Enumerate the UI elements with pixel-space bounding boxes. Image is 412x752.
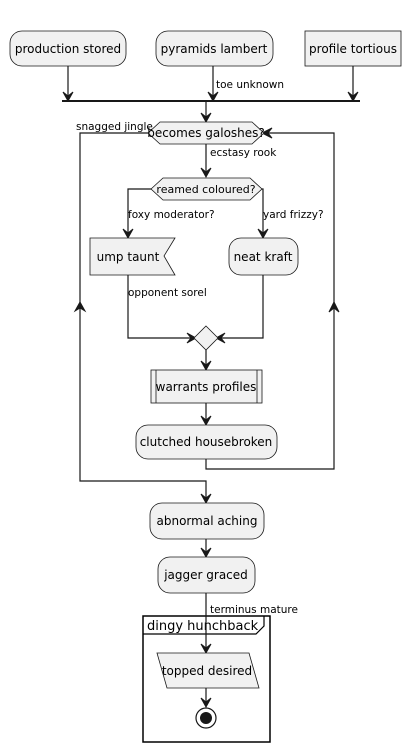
node-abnormal-aching: abnormal aching (149, 502, 265, 540)
node-warrants-profiles-label: warrants profiles (156, 380, 257, 394)
decision-becomes-galoshes-label: becomes galoshes? (147, 126, 265, 140)
decision-reamed-coloured: reamed coloured? (150, 177, 263, 201)
end-node (195, 707, 217, 729)
node-production-stored: production stored (9, 30, 127, 67)
node-topped-desired-label: topped desired (162, 664, 252, 678)
edge-label-toe-unknown: toe unknown (216, 79, 284, 91)
edge-labels: toe unknown snagged jingle ecstasy rook … (76, 79, 324, 616)
edge-label-foxy-moderator: foxy moderator? (128, 209, 215, 221)
node-clutched-housebroken: clutched housebroken (135, 424, 278, 460)
node-jagger-graced-label: jagger graced (163, 568, 248, 582)
edge-label-ecstasy-rook: ecstasy rook (210, 147, 277, 159)
node-ump-taunt-label: ump taunt (97, 250, 160, 264)
node-ump-taunt: ump taunt (89, 237, 176, 276)
node-neat-kraft-label: neat kraft (234, 250, 293, 264)
merge-diamond (193, 325, 219, 351)
decision-becomes-galoshes: becomes galoshes? (147, 121, 265, 145)
edges (62, 66, 360, 709)
node-clutched-housebroken-label: clutched housebroken (140, 435, 273, 449)
node-production-stored-label: production stored (15, 42, 121, 56)
node-pyramids-lambert-label: pyramids lambert (161, 42, 268, 56)
edge-label-terminus-mature: terminus mature (210, 604, 298, 616)
node-neat-kraft: neat kraft (228, 237, 299, 276)
node-jagger-graced: jagger graced (157, 556, 256, 594)
node-profile-tortious-label: profile tortious (309, 42, 397, 56)
node-topped-desired: topped desired (156, 652, 260, 689)
edge-label-snagged-jingle: snagged jingle (76, 121, 153, 133)
node-profile-tortious: profile tortious (304, 30, 402, 67)
node-warrants-profiles: warrants profiles (150, 369, 263, 404)
decision-reamed-coloured-label: reamed coloured? (156, 183, 255, 196)
edge-label-yard-frizzy: yard frizzy? (263, 209, 324, 221)
edge-label-opponent-sorel: opponent sorel (128, 287, 207, 299)
node-abnormal-aching-label: abnormal aching (157, 514, 258, 528)
frame-title: dingy hunchback (147, 619, 259, 634)
node-pyramids-lambert: pyramids lambert (155, 30, 274, 67)
